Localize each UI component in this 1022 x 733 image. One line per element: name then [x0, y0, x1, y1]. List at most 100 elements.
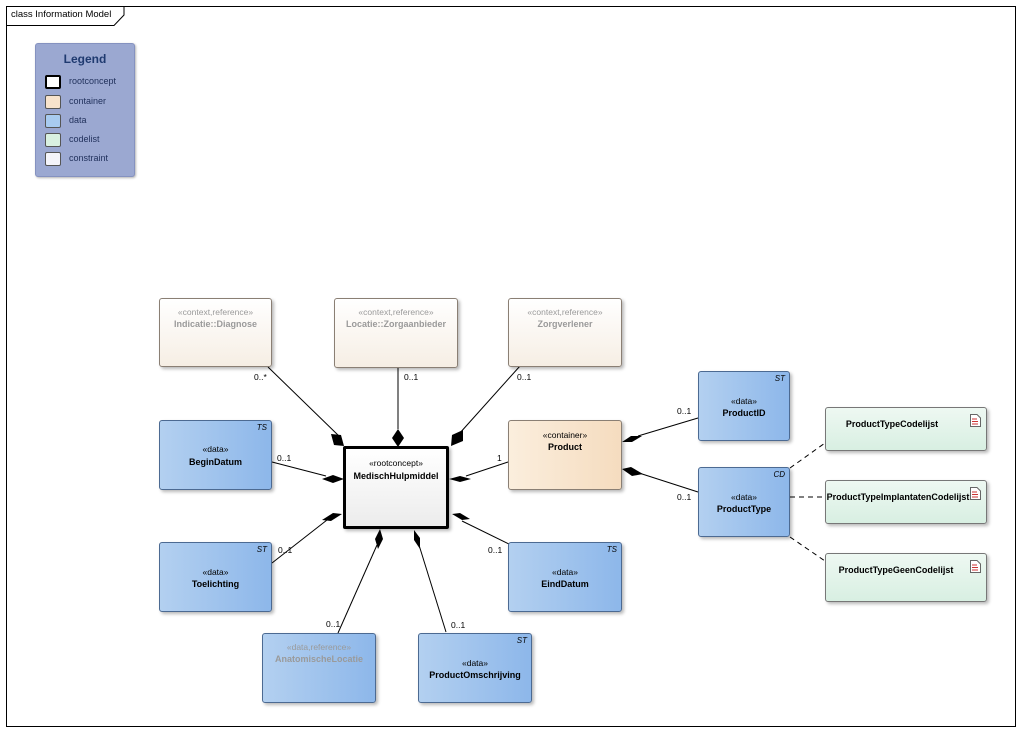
multiplicity-diagnose: 0..* [254, 372, 267, 382]
diamond-producttype [622, 467, 643, 476]
diamond-zorgaanbieder [392, 429, 404, 447]
diamond-productid [622, 436, 642, 442]
class-type: ST [256, 545, 267, 554]
legend-label: constraint [69, 153, 109, 163]
class-name: MedischHulpmiddel [353, 471, 439, 481]
link-producttype [638, 472, 699, 493]
class-stereotype: «data» [202, 567, 229, 577]
diamond-diagnose [331, 434, 344, 446]
class-zorgaanbieder[interactable]: «context,reference» Locatie::Zorgaanbied… [334, 298, 458, 368]
diamond-begindatum [322, 475, 344, 483]
legend-title: Legend [63, 52, 107, 66]
class-type: TS [256, 423, 267, 432]
legend-swatch [45, 114, 61, 128]
link-toelichting [271, 519, 328, 564]
codelist-name: ProductTypeGeenCodelijst [838, 565, 954, 575]
codelist-icon [970, 414, 981, 427]
multiplicity-anatomische: 0..1 [326, 619, 341, 629]
class-stereotype: «context,reference» [358, 307, 434, 317]
link-cl3 [789, 536, 826, 562]
multiplicity-zorgverlener: 0..1 [517, 372, 532, 382]
diamond-omschrijving [414, 530, 420, 549]
legend: Legend rootconcept container data codeli… [35, 43, 135, 177]
class-product[interactable]: «container» Product [508, 420, 622, 490]
class-name: Locatie::Zorgaanbieder [345, 319, 446, 329]
diamond-anatomische [375, 529, 383, 549]
legend-swatch [45, 95, 61, 109]
legend-label: rootconcept [69, 76, 117, 86]
class-toelichting[interactable]: ST «data» Toelichting [159, 542, 272, 612]
link-cl1 [789, 442, 826, 469]
class-stereotype: «data» [552, 567, 578, 577]
class-begindatum[interactable]: TS «data» BeginDatum [159, 420, 272, 490]
codelist-producttype-implantaten[interactable]: ProductTypeImplantatenCodelijst [825, 480, 987, 524]
class-name: Indicatie::Diagnose [173, 319, 257, 329]
codelist-name: ProductTypeImplantatenCodelijst [826, 492, 970, 502]
legend-label: container [69, 96, 107, 106]
multiplicity-omschrijving: 0..1 [451, 620, 466, 630]
diagram-frame [6, 6, 1016, 727]
diamond-einddatum [452, 513, 470, 520]
codelist-producttype[interactable]: ProductTypeCodelijst [825, 407, 987, 451]
class-medisch-hulpmiddel[interactable]: «rootconcept» MedischHulpmiddel [343, 446, 449, 529]
class-productomschrijving[interactable]: ST «data» ProductOmschrijving [418, 633, 532, 703]
legend-swatch [45, 133, 61, 147]
class-name: EindDatum [541, 579, 589, 589]
class-type: ST [516, 636, 527, 645]
class-type: ST [774, 374, 785, 383]
class-stereotype: «data» [731, 492, 757, 502]
class-stereotype: «data» [731, 396, 757, 406]
diagram-title: class Information Model [11, 9, 112, 20]
legend-label: data [69, 115, 87, 125]
frame-tab [6, 6, 125, 26]
class-name: BeginDatum [188, 457, 242, 467]
link-anatomische [337, 544, 378, 634]
class-stereotype: «data» [202, 444, 229, 454]
legend-swatch [45, 152, 61, 166]
link-einddatum [461, 520, 510, 545]
class-type: CD [773, 470, 785, 479]
multiplicity-producttype: 0..1 [677, 492, 692, 502]
link-diagnose [267, 366, 341, 438]
class-einddatum[interactable]: TS «data» EindDatum [508, 542, 622, 612]
class-stereotype: «data» [462, 658, 488, 668]
class-productid[interactable]: ST «data» ProductID [698, 371, 790, 441]
multiplicity-productid: 0..1 [677, 406, 692, 416]
class-name: AnatomischeLocatie [274, 654, 364, 664]
class-zorgverlener[interactable]: «context,reference» Zorgverlener [508, 298, 622, 367]
link-productid [637, 417, 699, 437]
class-stereotype: «data,reference» [286, 642, 352, 652]
codelist-icon [970, 487, 981, 500]
diamond-toelichting [322, 513, 342, 521]
class-name: Product [547, 442, 582, 452]
class-producttype[interactable]: CD «data» ProductType [698, 467, 790, 537]
class-name: ProductID [722, 408, 766, 418]
multiplicity-toelichting: 0..1 [278, 545, 293, 555]
codelist-icon [970, 560, 981, 573]
class-name: ProductOmschrijving [429, 670, 521, 680]
class-type: TS [606, 545, 617, 554]
class-stereotype: «container» [542, 430, 588, 440]
link-product [465, 461, 509, 477]
legend-label: codelist [69, 134, 100, 144]
class-diagnose[interactable]: «context,reference» Indicatie::Diagnose [159, 298, 272, 367]
class-stereotype: «context,reference» [177, 307, 254, 317]
class-anatomische-locatie[interactable]: «data,reference» AnatomischeLocatie [262, 633, 376, 703]
multiplicity-begindatum: 0..1 [277, 453, 292, 463]
link-begindatum [271, 461, 327, 477]
multiplicity-zorgaanbieder: 0..1 [404, 372, 419, 382]
codelist-producttype-geen[interactable]: ProductTypeGeenCodelijst [825, 553, 987, 602]
class-stereotype: «context,reference» [527, 307, 603, 317]
class-name: Zorgverlener [537, 319, 593, 329]
legend-swatch [45, 75, 61, 89]
codelist-name: ProductTypeCodelijst [845, 419, 939, 429]
class-name: ProductType [716, 504, 772, 514]
diamond-zorgverlener [451, 430, 463, 446]
multiplicity-product: 1 [497, 453, 502, 463]
class-name: Toelichting [191, 579, 240, 589]
class-stereotype: «rootconcept» [369, 458, 423, 468]
multiplicity-einddatum: 0..1 [488, 545, 503, 555]
diamond-product [449, 476, 471, 482]
link-zorgverlener [458, 365, 521, 435]
